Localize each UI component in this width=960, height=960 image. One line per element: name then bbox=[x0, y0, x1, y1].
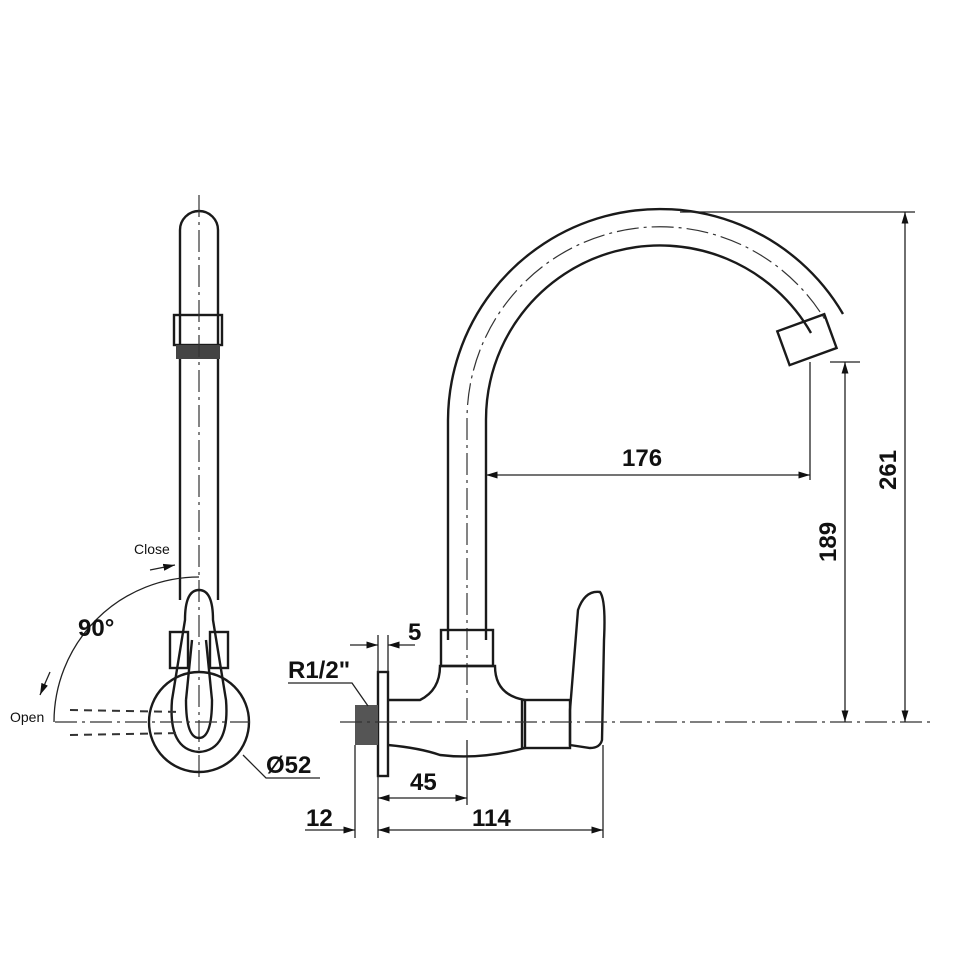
dim-thread: R1/2" bbox=[288, 657, 350, 684]
diameter-label: Ø52 bbox=[266, 752, 311, 779]
side-view: Close Open 90° Ø52 bbox=[10, 195, 320, 780]
open-label: Open bbox=[10, 709, 44, 725]
rotation-arc bbox=[53, 576, 200, 723]
close-arrow-icon bbox=[149, 563, 176, 571]
spout-aerator bbox=[775, 312, 839, 367]
spout-outer bbox=[446, 207, 845, 640]
close-label: Close bbox=[134, 541, 170, 557]
lever-handle bbox=[568, 590, 606, 750]
dim-total-height: 261 bbox=[875, 450, 902, 490]
wall-plate bbox=[376, 670, 390, 778]
handle-hub bbox=[520, 698, 572, 750]
front-view: 261 189 176 5 R1/2" 45 12 114 bbox=[288, 207, 930, 838]
hex-nut-right bbox=[208, 630, 230, 670]
spout-inner bbox=[484, 244, 813, 640]
side-aerator bbox=[176, 345, 220, 359]
dim-flange: 5 bbox=[408, 619, 421, 646]
dim-body-to-spout: 45 bbox=[410, 769, 437, 796]
open-arrow-icon bbox=[39, 671, 51, 696]
valve-body bbox=[387, 664, 527, 758]
hex-nut-left bbox=[168, 630, 190, 670]
dim-spout-reach: 176 bbox=[622, 445, 662, 472]
angle-label: 90° bbox=[78, 615, 114, 642]
thread-connector bbox=[355, 705, 378, 745]
dim-outlet-height: 189 bbox=[815, 522, 842, 562]
side-handle-loop bbox=[170, 588, 228, 754]
dim-body-length: 114 bbox=[472, 805, 511, 832]
dim-thread-length: 12 bbox=[306, 805, 333, 832]
